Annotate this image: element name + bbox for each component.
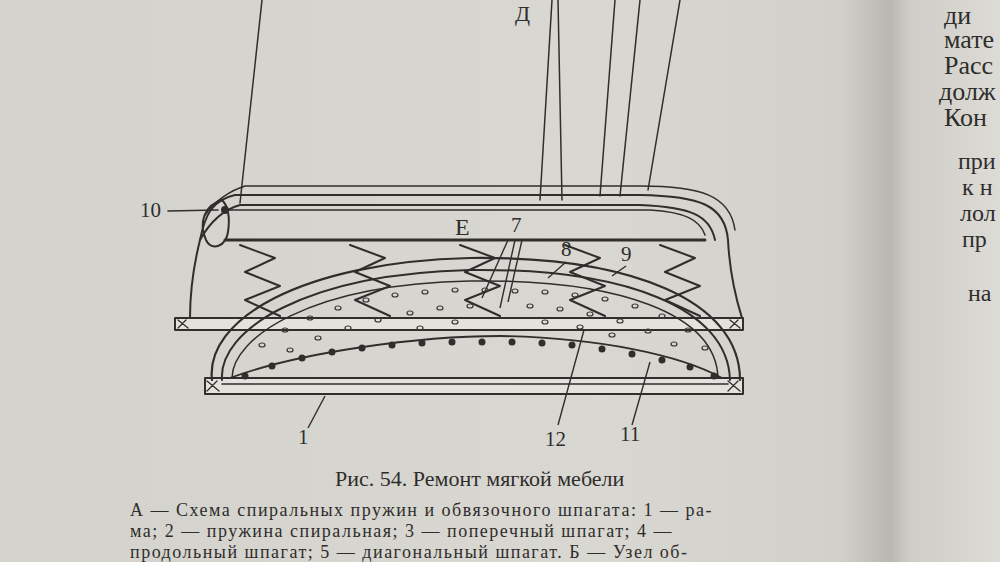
caption-text: ма; 2 — пружина спиральная; 3 — поперечн…	[130, 522, 673, 542]
callout-number: 12	[545, 428, 566, 451]
spring-layer	[230, 336, 722, 378]
stuffing-pattern	[259, 288, 708, 352]
layer-line	[200, 205, 715, 240]
page-fragment: на	[968, 280, 992, 306]
page-fragment: лол	[960, 200, 996, 226]
caption-text: продольный шпагат; 5 — диагональный шпаг…	[130, 543, 689, 562]
page-fragment: при	[958, 148, 996, 174]
page-fragment: мате	[944, 26, 994, 55]
cover-line	[212, 258, 740, 380]
callout-number: 10	[140, 199, 161, 222]
spiral-spring	[660, 245, 700, 316]
callout-number: 8	[561, 238, 572, 261]
figure-letter: Е	[455, 214, 470, 240]
layer-line	[222, 270, 730, 380]
base-line	[222, 383, 728, 385]
leader-line	[240, 0, 262, 203]
callout-number: 1	[298, 426, 309, 449]
page-fragment: долж	[939, 78, 996, 107]
leader-line	[168, 210, 218, 211]
leader-line	[540, 0, 680, 200]
roll-point	[222, 207, 228, 213]
layer-line	[232, 281, 718, 378]
page-fragment: Кон	[944, 104, 987, 133]
figure-letter: Д	[515, 2, 530, 26]
leader-lines	[308, 240, 650, 428]
figure-caption: Рис. 54. Ремонт мягкой мебели	[335, 467, 624, 491]
callout-number: 11	[620, 423, 640, 446]
layer-line	[205, 186, 735, 230]
caption-text: А — Схема спиральных пружин и обвязочног…	[130, 501, 713, 521]
callout-number: 7	[511, 214, 522, 237]
frame-bar	[205, 378, 743, 394]
page-fragment: к н	[962, 174, 993, 200]
page-fragment: пр	[962, 226, 987, 252]
frame-hatch	[207, 381, 740, 391]
callout-number: 9	[621, 243, 632, 266]
page-fragment: Расс	[944, 52, 993, 81]
frame-hatch	[178, 320, 740, 328]
